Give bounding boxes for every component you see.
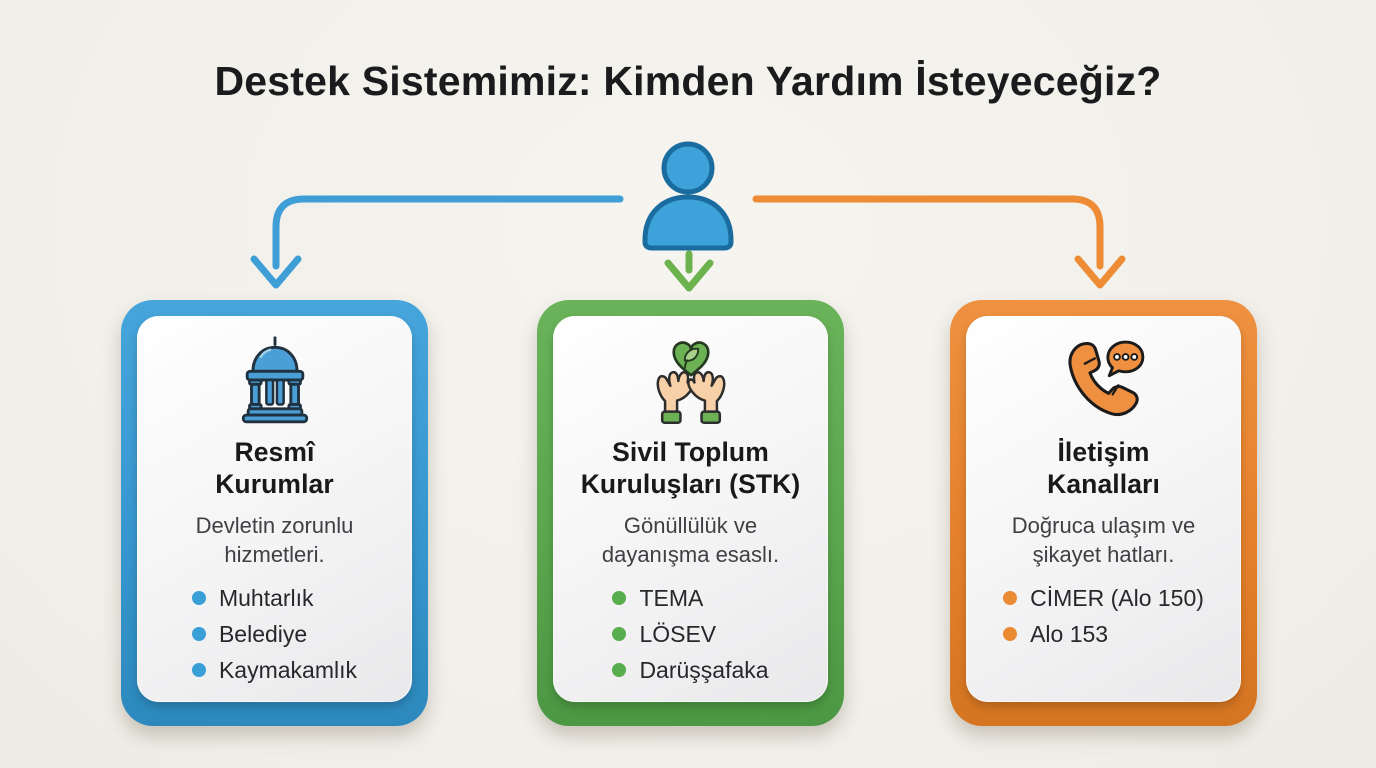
person-icon: [642, 141, 734, 251]
card-title: Resmî Kurumlar: [215, 436, 334, 501]
card-list: Muhtarlık Belediye Kaymakamlık: [191, 585, 357, 684]
card-title-line: Resmî: [234, 437, 315, 467]
card-description: Gönüllülük ve dayanışma esaslı.: [601, 512, 780, 567]
card-title-line: Sivil Toplum: [612, 437, 769, 467]
arrow-to-iletisim: [752, 195, 1126, 289]
bullet-dot: [612, 663, 627, 678]
list-item: TEMA: [612, 585, 768, 612]
phone-speech-bubble-icon: [1056, 332, 1152, 428]
government-building-icon: [227, 332, 323, 428]
list-item: Darüşşafaka: [612, 657, 769, 684]
list-item: Muhtarlık: [191, 585, 357, 612]
card-title: Sivil Toplum Kuruluşları (STK): [581, 436, 801, 501]
hands-holding-heart-icon: [643, 332, 739, 428]
card-title: İletişim Kanalları: [1047, 436, 1160, 501]
arrow-to-stk: [664, 250, 714, 292]
arrow-to-resmi-kurumlar: [250, 195, 624, 289]
bullet-dot: [612, 627, 627, 642]
card-resmi-kurumlar-body: Resmî Kurumlar Devletin zorunlu hizmetle…: [137, 316, 412, 702]
list-item: Belediye: [191, 621, 357, 648]
card-description: Doğruca ulaşım ve şikayet hatları.: [1011, 512, 1196, 567]
card-description: Devletin zorunlu hizmetleri.: [195, 512, 354, 567]
card-resmi-kurumlar: Resmî Kurumlar Devletin zorunlu hizmetle…: [121, 300, 428, 726]
card-stk: Sivil Toplum Kuruluşları (STK) Gönüllülü…: [537, 300, 844, 726]
card-title-line: İletişim: [1057, 437, 1150, 467]
card-stk-body: Sivil Toplum Kuruluşları (STK) Gönüllülü…: [553, 316, 828, 702]
card-title-line: Kurumlar: [215, 469, 334, 500]
bullet-dot: [1003, 591, 1018, 606]
bullet-dot: [191, 663, 206, 678]
card-title-line: Kuruluşları (STK): [580, 469, 801, 500]
bullet-dot: [1003, 627, 1018, 642]
card-title-line: Kanalları: [1047, 469, 1160, 500]
card-list: CİMER (Alo 150) Alo 153: [1003, 585, 1204, 648]
list-item: LÖSEV: [612, 621, 768, 648]
bullet-dot: [191, 627, 206, 642]
card-iletisim-body: İletişim Kanalları Doğruca ulaşım ve şik…: [966, 316, 1241, 702]
list-item: Alo 153: [1003, 621, 1204, 648]
bullet-dot: [191, 591, 206, 606]
bullet-dot: [612, 591, 627, 606]
list-item: CİMER (Alo 150): [1003, 585, 1204, 612]
card-list: TEMA LÖSEV Darüşşafaka: [612, 585, 769, 684]
page-title: Destek Sistemimiz: Kimden Yardım İsteyec…: [214, 58, 1162, 104]
list-item: Kaymakamlık: [191, 657, 357, 684]
card-iletisim: İletişim Kanalları Doğruca ulaşım ve şik…: [950, 300, 1257, 726]
